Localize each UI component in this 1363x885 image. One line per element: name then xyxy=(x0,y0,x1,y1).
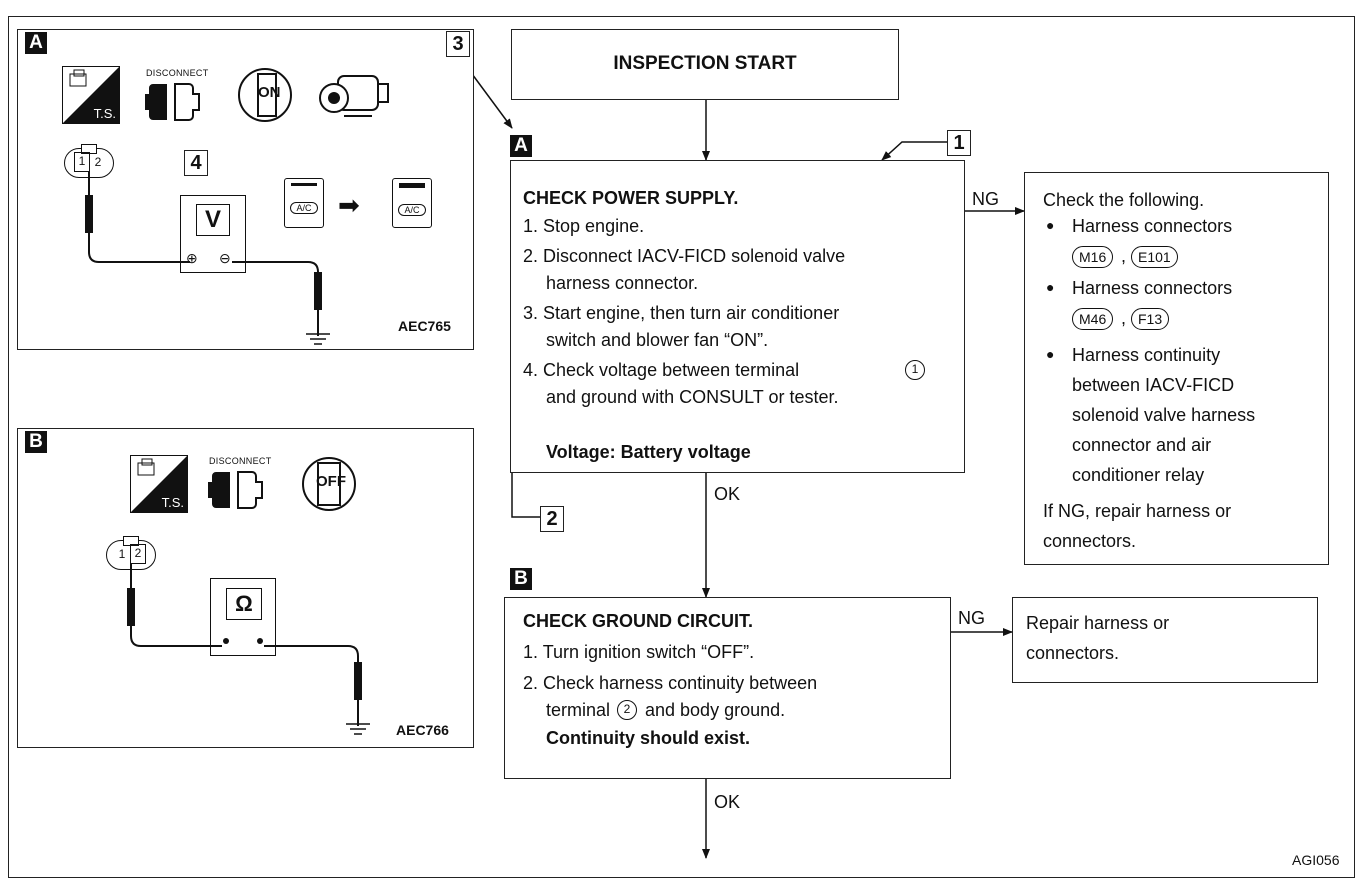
ok-label-2: OK xyxy=(714,792,741,812)
callout-3: 3 xyxy=(446,31,470,57)
pin-1: 1 xyxy=(74,152,90,172)
flow-label-b: B xyxy=(510,568,532,590)
ohmmeter xyxy=(210,578,276,656)
connector-badge: M16 xyxy=(1072,246,1114,268)
inspection-start-title: INSPECTION START xyxy=(613,53,797,74)
separator: , xyxy=(1121,308,1127,328)
bullet-icon: ● xyxy=(1046,279,1055,295)
inspection-start-box: INSPECTION START xyxy=(511,29,899,100)
repair-box xyxy=(1012,597,1318,683)
ng-item: Harness connectors xyxy=(1072,278,1233,298)
page-frame xyxy=(8,16,1355,878)
disconnect-label: DISCONNECT xyxy=(209,456,272,466)
ground-check-result: Continuity should exist. xyxy=(546,728,751,748)
ng-item: Harness continuity xyxy=(1072,345,1221,365)
ground-step: and body ground. xyxy=(645,700,786,720)
power-check-title: CHECK POWER SUPPLY. xyxy=(523,188,739,208)
ng-label-1: NG xyxy=(972,189,999,209)
ground-step: 1. Turn ignition switch “OFF”. xyxy=(523,642,755,662)
ground-step: terminal xyxy=(546,700,611,720)
power-step: 3. Start engine, then turn air condition… xyxy=(523,303,840,323)
ng-footer: connectors. xyxy=(1043,531,1137,551)
arrow-right-icon: ➡ xyxy=(338,190,360,220)
check-following-box xyxy=(1024,172,1329,565)
ng-item: conditioner relay xyxy=(1072,465,1205,485)
power-step: 1. Stop engine. xyxy=(523,216,645,236)
ground-check-title: CHECK GROUND CIRCUIT. xyxy=(523,611,754,631)
callout-4: 4 xyxy=(184,150,208,176)
ng-label-2: NG xyxy=(958,608,985,628)
ground-step: 2. Check harness continuity between xyxy=(523,673,818,693)
arrow-1 xyxy=(881,141,947,161)
ohmmeter-omega: Ω xyxy=(226,588,262,620)
connector-badge: M46 xyxy=(1072,308,1114,330)
repair-text: Repair harness or xyxy=(1026,613,1170,633)
pin-2: 2 xyxy=(130,544,146,564)
voltmeter xyxy=(180,195,246,273)
connector-badge: E101 xyxy=(1131,246,1178,268)
terminal-1-badge: 1 xyxy=(905,360,925,380)
disconnect-connector-icon xyxy=(208,468,266,517)
power-check-result: Voltage: Battery voltage xyxy=(546,442,751,462)
voltmeter-v: V xyxy=(196,204,230,236)
panel-b-label: B xyxy=(25,431,47,453)
power-step: and ground with CONSULT or tester. xyxy=(546,387,839,407)
ts-icon: T.S. xyxy=(62,66,120,124)
disconnect-connector-icon xyxy=(145,80,203,129)
check-following-heading: Check the following. xyxy=(1043,190,1205,210)
flow-label-a: A xyxy=(510,135,532,157)
ignition-off-icon: OFF xyxy=(300,455,358,518)
ng-footer: If NG, repair harness or xyxy=(1043,501,1232,521)
power-step: 4. Check voltage between terminal xyxy=(523,360,800,380)
power-step: harness connector. xyxy=(546,273,699,293)
separator: , xyxy=(1121,246,1127,266)
ok-label-1: OK xyxy=(714,484,741,504)
plus-terminal-icon: ⊕ xyxy=(186,250,198,266)
panel-a-label: A xyxy=(25,32,47,54)
pin-1: 1 xyxy=(118,547,126,561)
ground-check-box xyxy=(504,597,951,779)
callout-1: 1 xyxy=(947,130,971,156)
ng-item: between IACV-FICD xyxy=(1072,375,1235,395)
ac-switch-off: A/C xyxy=(284,178,324,228)
pin-2: 2 xyxy=(94,155,102,169)
minus-terminal-icon: ⊖ xyxy=(219,250,231,266)
ts-icon: T.S. xyxy=(130,455,188,513)
probe-wires-a xyxy=(85,172,330,345)
ng-item: connector and air xyxy=(1072,435,1212,455)
callout-2: 2 xyxy=(540,506,564,532)
bullet-icon: ● xyxy=(1046,217,1055,233)
panel-a-code: AEC765 xyxy=(398,318,451,334)
probe-wires-b xyxy=(127,564,370,735)
terminal-2-badge: 2 xyxy=(617,700,637,720)
bullet-icon: ● xyxy=(1046,346,1055,362)
engine-icon xyxy=(318,66,392,131)
power-step: 2. Disconnect IACV-FICD solenoid valve xyxy=(523,246,846,266)
power-step: switch and blower fan “ON”. xyxy=(546,330,769,350)
figure-id: AGI056 xyxy=(1292,852,1340,868)
connector-badge: F13 xyxy=(1131,308,1170,330)
ng-item: solenoid valve harness xyxy=(1072,405,1256,425)
panel-b-code: AEC766 xyxy=(396,722,449,738)
ac-switch-on: A/C xyxy=(392,178,432,228)
repair-text: connectors. xyxy=(1026,643,1120,663)
ng-item: Harness connectors xyxy=(1072,216,1233,236)
power-check-box xyxy=(510,160,965,473)
disconnect-label: DISCONNECT xyxy=(146,68,209,78)
ignition-on-icon: ON xyxy=(236,66,294,129)
